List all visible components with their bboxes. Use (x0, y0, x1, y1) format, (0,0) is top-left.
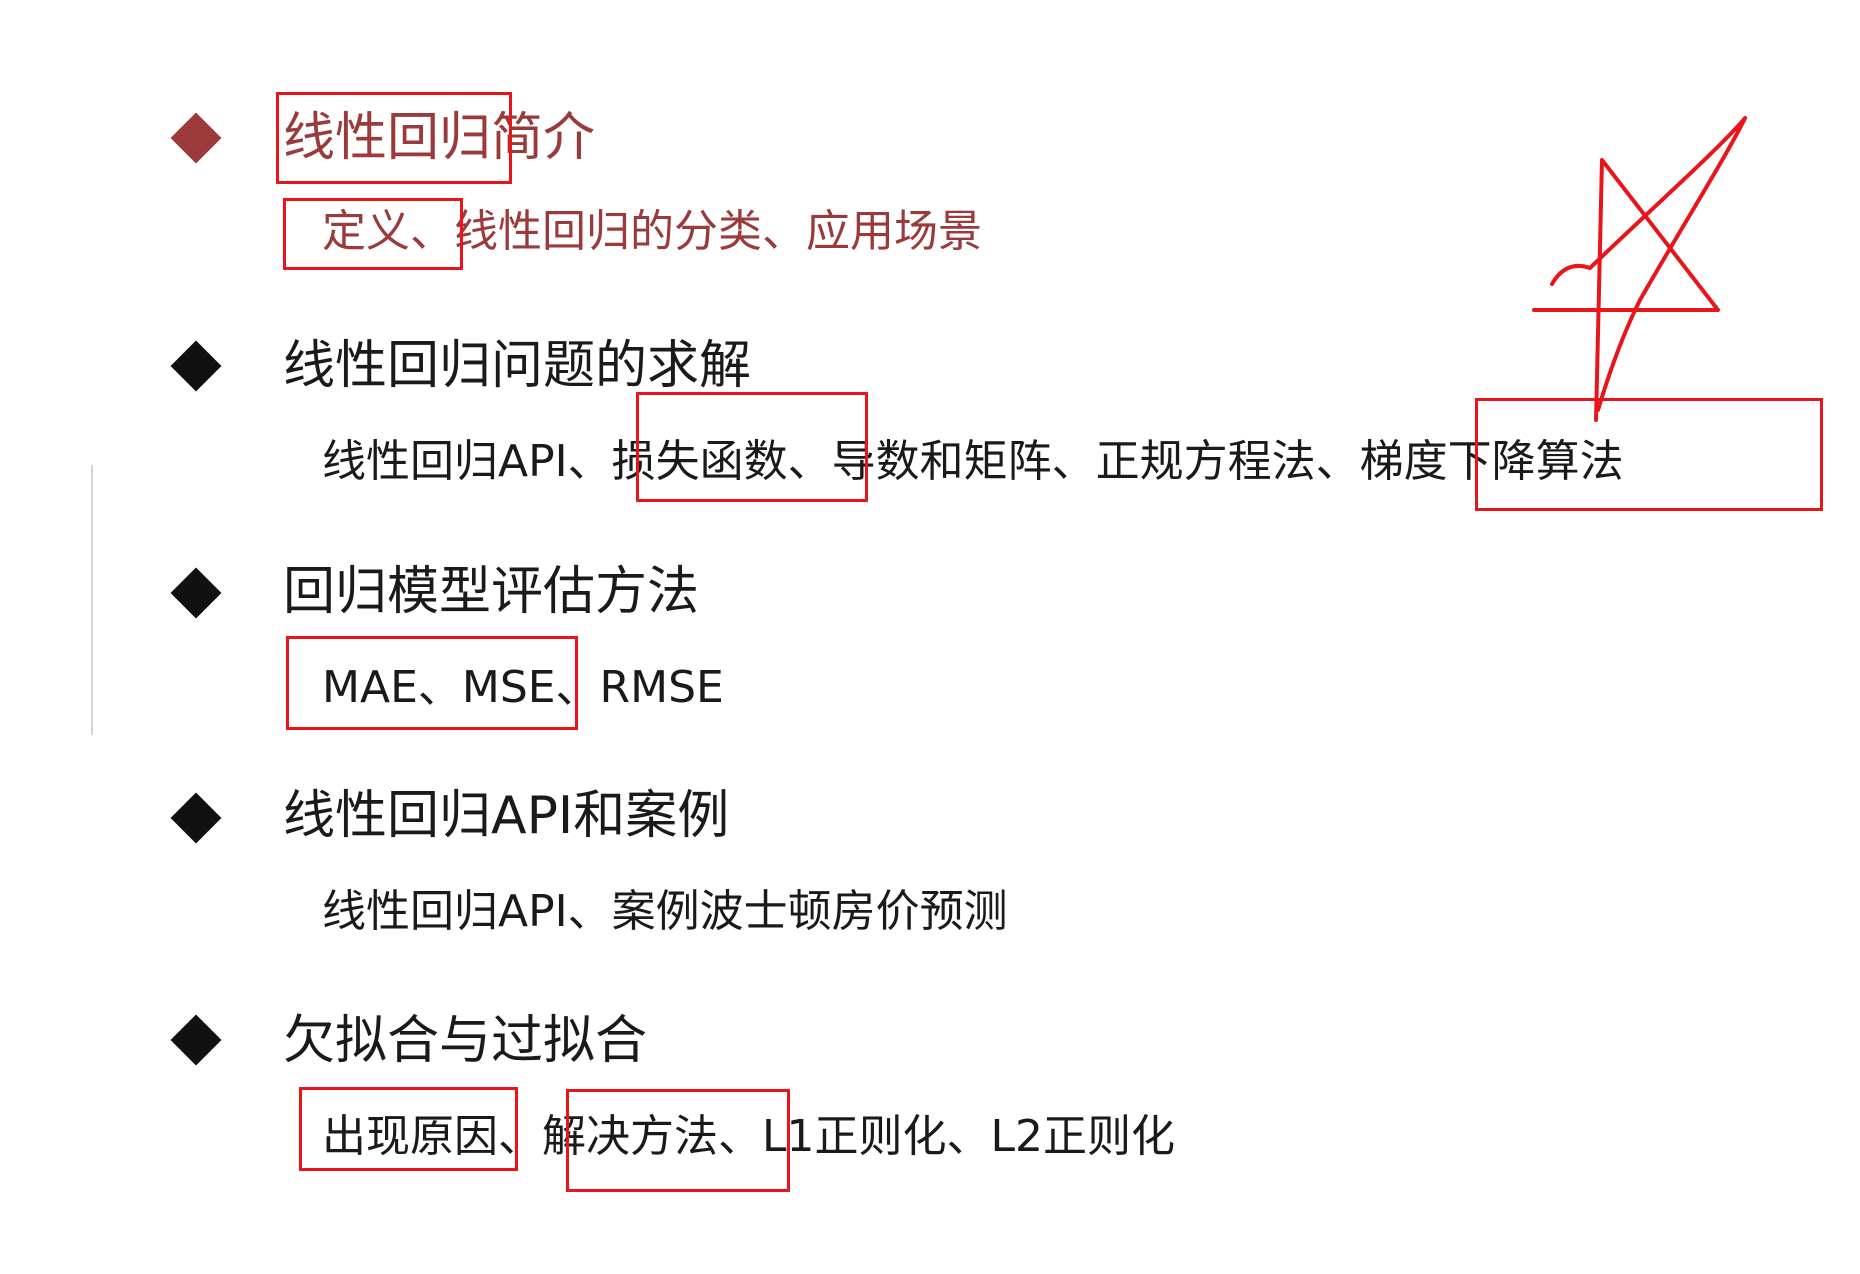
section-heading: 欠拟合与过拟合 (283, 1011, 648, 1071)
highlight-box (1475, 398, 1823, 511)
section-subtitle: 线性回归API、损失函数、导数和矩阵、正规方程法、梯度下降算法 (322, 436, 1624, 487)
highlight-box (299, 1087, 518, 1171)
bullet-diamond-icon (170, 112, 222, 164)
highlight-box (566, 1089, 790, 1192)
bullet-diamond-icon (170, 1014, 222, 1066)
section-subtitle: MAE、MSE、RMSE (322, 662, 724, 713)
section-heading: 线性回归API和案例 (283, 786, 730, 846)
highlight-box (276, 92, 512, 184)
bullet-diamond-icon (170, 340, 222, 392)
section-heading: 回归模型评估方法 (283, 562, 700, 622)
highlight-box (283, 198, 463, 270)
section-subtitle: 定义、线性回归的分类、应用场景 (322, 206, 982, 257)
section-subtitle: 出现原因、解决方法、L1正则化、L2正则化 (322, 1111, 1176, 1162)
section-heading: 线性回归简介 (283, 108, 596, 168)
highlight-box (286, 636, 578, 730)
section-heading: 线性回归问题的求解 (283, 336, 752, 396)
left-divider-line (91, 465, 93, 735)
bullet-diamond-icon (170, 792, 222, 844)
highlight-box (636, 392, 868, 502)
section-subtitle: 线性回归API、案例波士顿房价预测 (322, 886, 1008, 937)
bullet-diamond-icon (170, 567, 222, 619)
